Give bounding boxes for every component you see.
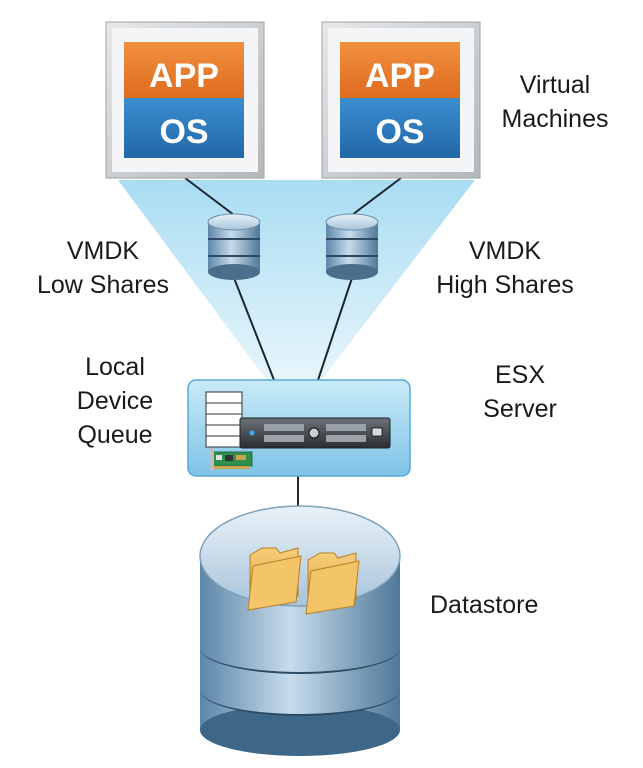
esx-server-label: ESX Server xyxy=(470,358,570,426)
label-line: Low Shares xyxy=(36,271,170,299)
funnel-shape xyxy=(118,180,475,382)
label-line: Machines xyxy=(501,105,609,133)
label-line: Datastore xyxy=(430,591,539,619)
label-line: VMDK xyxy=(468,237,542,265)
folder-icon xyxy=(305,552,360,615)
vmdk-high-shares-label: VMDK High Shares xyxy=(430,234,580,302)
vm-1: APP OS xyxy=(105,21,265,179)
vm-2-os-text: OS xyxy=(375,113,424,151)
hba-card-icon xyxy=(210,448,253,470)
link-vmdk1-server xyxy=(233,277,275,381)
datastore-icon xyxy=(199,505,401,756)
label-line: Queue xyxy=(77,421,153,449)
vm-1-app-text: APP xyxy=(149,57,219,95)
vm-2-app-text: APP xyxy=(365,57,435,95)
device-queue-icon xyxy=(205,391,243,448)
link-vmdk2-server xyxy=(317,277,353,381)
label-line: Server xyxy=(483,395,557,423)
datastore-label: Datastore xyxy=(430,588,570,622)
vm-1-os-text: OS xyxy=(159,113,208,151)
label-line: Device xyxy=(76,387,154,415)
vmdk-high-disk-icon xyxy=(325,213,379,280)
local-device-queue-label: Local Device Queue xyxy=(60,350,170,452)
link-vm1-vmdk1 xyxy=(184,177,235,216)
virtual-machines-label: Virtual Machines xyxy=(490,68,620,136)
vmdk-low-disk-icon xyxy=(207,213,261,280)
vmdk-low-shares-label: VMDK Low Shares xyxy=(28,234,178,302)
label-line: High Shares xyxy=(436,271,574,299)
vm-2: APP OS xyxy=(321,21,481,179)
label-line: Virtual xyxy=(519,71,591,99)
link-vm2-vmdk2 xyxy=(351,177,402,216)
label-line: ESX xyxy=(494,361,546,389)
folder-icon xyxy=(247,547,302,611)
label-line: VMDK xyxy=(66,237,140,265)
label-line: Local xyxy=(85,353,145,381)
esx-server-icon xyxy=(187,379,411,477)
